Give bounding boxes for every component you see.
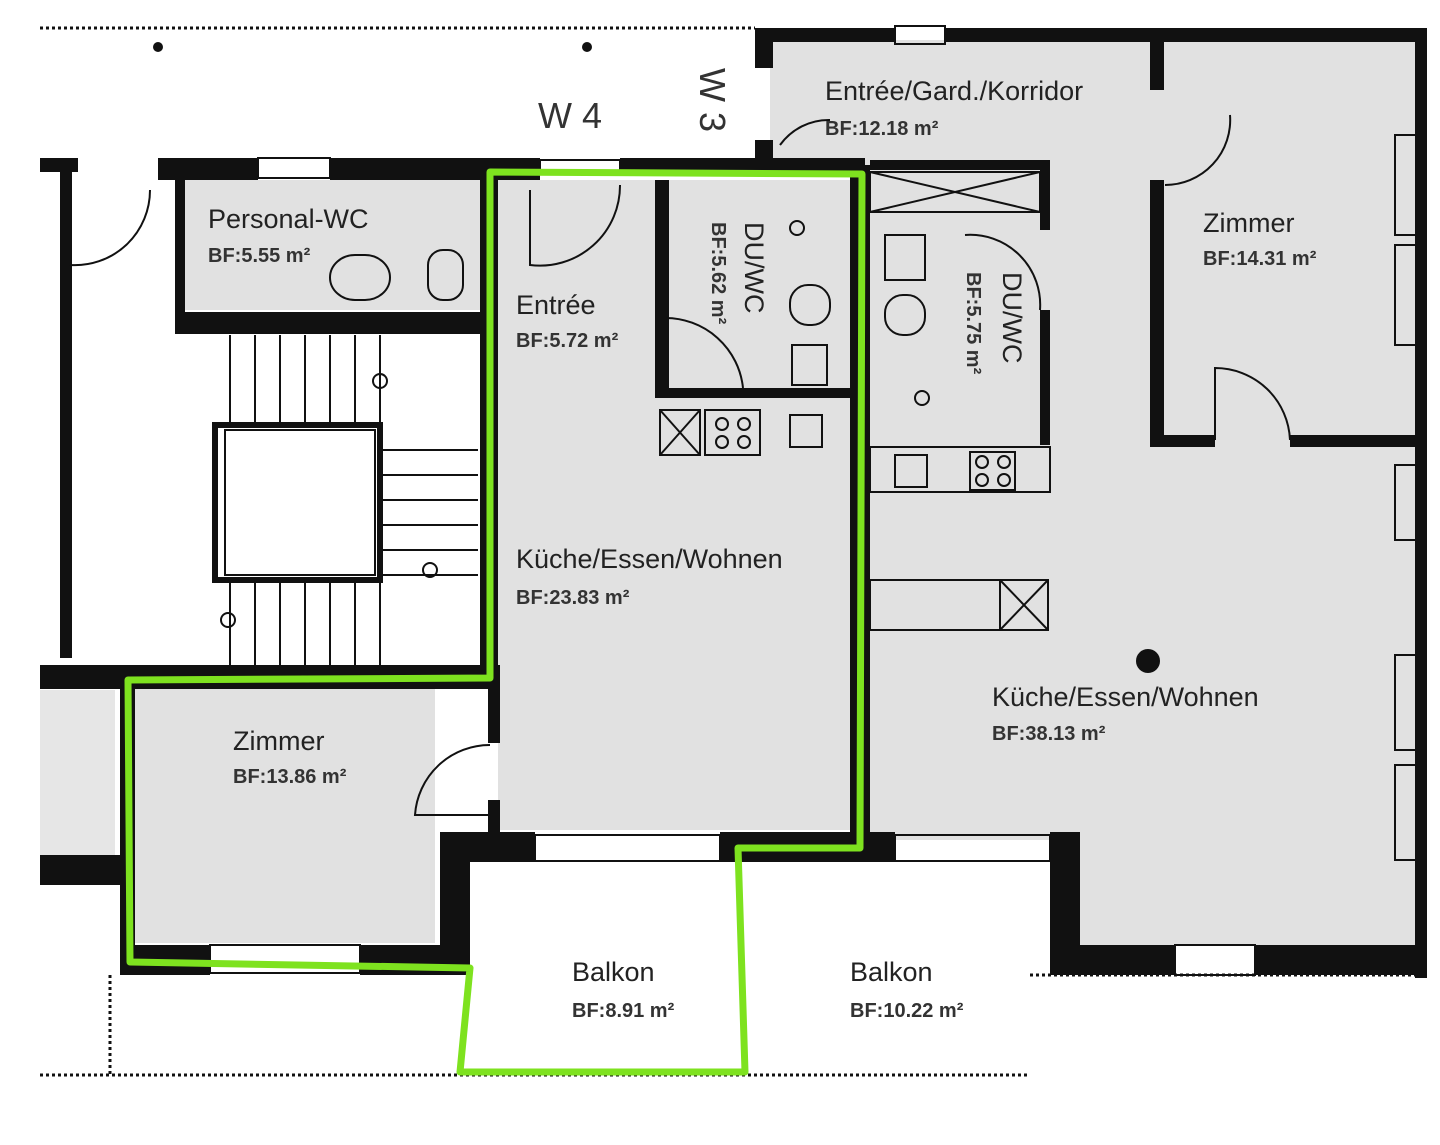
room-name: DU/WC (739, 222, 769, 313)
stair-label-w3: W 3 (692, 68, 733, 132)
room-name: Küche/Essen/Wohnen (992, 682, 1259, 712)
windows (209, 25, 1426, 976)
room-fills (40, 40, 1415, 945)
room-area: BF:5.72 m² (516, 330, 619, 352)
fixtures (212, 171, 1160, 673)
stair-label-w4: W 4 (538, 95, 602, 136)
room-area: BF:10.22 m² (850, 1000, 964, 1022)
staircase (220, 335, 478, 665)
room-area: BF:12.18 m² (825, 118, 939, 140)
room-area: BF:13.86 m² (233, 766, 347, 788)
room-area: BF:23.83 m² (516, 587, 630, 609)
room-name: Küche/Essen/Wohnen (516, 544, 783, 574)
labels: W 4 W 3 Entrée/Gard./Korridor BF:12.18 m… (208, 68, 1317, 1022)
room-name: Entrée/Gard./Korridor (825, 76, 1083, 106)
room-area: BF:38.13 m² (992, 723, 1106, 745)
door-swings (69, 114, 1291, 816)
room-area: BF:5.62 m² (707, 222, 729, 325)
room-area: BF:8.91 m² (572, 1000, 675, 1022)
room-area: BF:14.31 m² (1203, 248, 1317, 270)
room-name: Zimmer (233, 726, 324, 756)
room-name: Personal-WC (208, 204, 369, 234)
room-name: DU/WC (997, 272, 1027, 363)
room-name: Balkon (572, 957, 655, 987)
room-name: Balkon (850, 957, 933, 987)
room-name: Zimmer (1203, 208, 1294, 238)
room-area: BF:5.75 m² (962, 272, 984, 375)
apartment-highlight-outline (124, 168, 866, 1076)
room-area: BF:5.55 m² (208, 245, 311, 267)
room-name: Entrée (516, 290, 596, 320)
